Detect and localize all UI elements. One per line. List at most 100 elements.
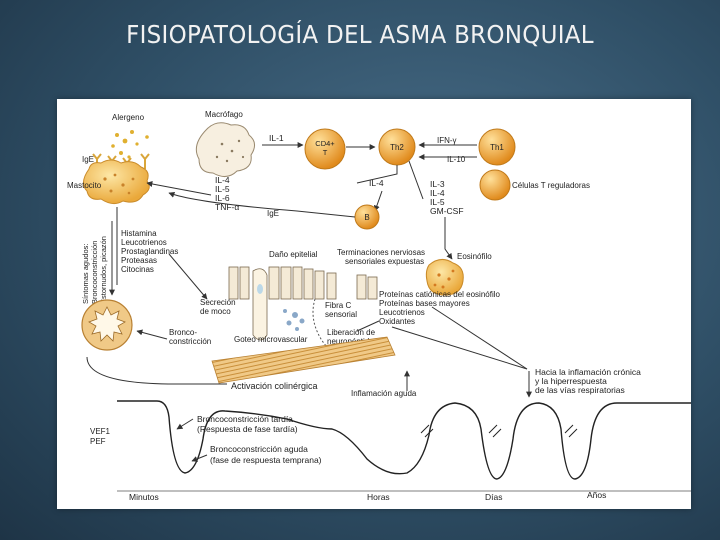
svg-text:Citocinas: Citocinas [121, 265, 154, 274]
axis-breaks [420, 424, 578, 438]
diagram-panel: Alergeno IgE Mastocito Macrófago IL-1 CD… [57, 99, 691, 509]
secrecion-l2: de moco [200, 307, 231, 316]
th2-label: Th2 [390, 143, 404, 152]
b-cell-label: B [364, 213, 369, 222]
arrow-activacion [86, 356, 227, 385]
arrow-th2-il4 [356, 165, 398, 184]
allergen-particles [111, 130, 149, 159]
svg-text:Broncoconstricción tardía: Broncoconstricción tardía [197, 414, 293, 424]
smooth-muscle [211, 336, 396, 384]
fibra-c-l1: Fibra C [325, 301, 351, 310]
svg-text:IL-5: IL-5 [215, 184, 230, 194]
left-cytokines: IL-4 IL-5 IL-6 TNF-α [215, 175, 239, 212]
svg-text:Broncoconstricción: Broncoconstricción [90, 241, 99, 304]
svg-text:IL-4: IL-4 [215, 175, 230, 185]
svg-text:Histamina: Histamina [121, 229, 157, 238]
il1-label: IL-1 [269, 133, 284, 143]
svg-text:Proteínas catiónicas del eosin: Proteínas catiónicas del eosinófilo [379, 290, 501, 299]
svg-text:Broncoconstricción aguda: Broncoconstricción aguda [210, 444, 308, 454]
vef-label: VEF1 [90, 427, 111, 436]
liberacion-l1: Liberación de [327, 328, 376, 337]
secrecion-l1: Secreción [200, 298, 236, 307]
svg-text:Horas: Horas [367, 492, 390, 502]
arrow-th2-right [408, 160, 424, 200]
cd4-t-label: T [323, 148, 328, 157]
svg-text:IL-3: IL-3 [430, 179, 445, 189]
svg-text:TNF-α: TNF-α [215, 202, 239, 212]
epithelium [228, 266, 378, 300]
fev1-curve [117, 400, 691, 480]
pef-label: PEF [90, 437, 106, 446]
svg-text:Minutos: Minutos [129, 492, 159, 502]
svg-text:Días: Días [485, 492, 502, 502]
goteo-label: Goteo microvascular [234, 335, 308, 344]
il4-mid-label: IL-4 [369, 178, 384, 188]
mastocito-label: Mastocito [67, 181, 102, 190]
ige-mid-label: IgE [267, 209, 279, 218]
eos-products: Proteínas catiónicas del eosinófilo Prot… [379, 290, 501, 326]
line-to-chronic [391, 326, 528, 370]
svg-text:de las vías respiratorias: de las vías respiratorias [535, 385, 625, 395]
line-eos-chronic [431, 306, 528, 370]
arrow-tardia [176, 418, 194, 430]
ige-top-label: IgE [82, 155, 94, 164]
svg-text:Síntomas agudos:: Síntomas agudos: [81, 244, 90, 304]
svg-text:Oxidantes: Oxidantes [379, 317, 415, 326]
alergeno-label: Alergeno [112, 113, 145, 122]
slide-title: FISIOPATOLOGÍA DEL ASMA BRONQUIAL [126, 20, 594, 49]
cd4-label: CD4+ [315, 139, 335, 148]
time-axis-labels: Minutos Horas Días Años [129, 490, 606, 502]
bronco-l2: constricción [169, 337, 211, 346]
terminaciones-l2: sensoriales expuestas [345, 257, 424, 266]
neuropeptide-cluster [283, 309, 305, 331]
eos-granules [433, 269, 455, 289]
tardia-text: Broncoconstricción tardía (Respuesta de … [197, 414, 298, 434]
svg-text:IL-4: IL-4 [430, 188, 445, 198]
svg-text:Leucotrienos: Leucotrienos [379, 308, 425, 317]
svg-text:Estornudos, picazón: Estornudos, picazón [99, 236, 108, 304]
mastocito-cell [83, 159, 150, 205]
terminaciones-l1: Terminaciones nerviosas [337, 248, 425, 257]
inflamacion-label: Inflamación aguda [351, 389, 417, 398]
svg-text:Leucotrienos: Leucotrienos [121, 238, 167, 247]
arrow-aguda [191, 454, 208, 462]
asthma-diagram: Alergeno IgE Mastocito Macrófago IL-1 CD… [67, 110, 691, 502]
right-cytokines: IL-3 IL-4 IL-5 GM-CSF [430, 179, 464, 216]
arrow-cytokines-eos [444, 217, 453, 260]
svg-text:y la hiperrespuesta: y la hiperrespuesta [535, 376, 607, 386]
aguda-text: Broncoconstricción aguda (fase de respue… [210, 444, 322, 465]
bronco-l1: Bronco- [169, 328, 197, 337]
treg-cell [479, 169, 511, 201]
macrofago-label: Macrófago [205, 110, 243, 119]
svg-text:Proteínas bases mayores: Proteínas bases mayores [379, 299, 470, 308]
activacion-label: Activación colinérgica [231, 381, 318, 391]
arrow-b-ige [168, 191, 356, 218]
svg-text:Proteasas: Proteasas [121, 256, 157, 265]
il10-label: IL-10 [447, 155, 466, 164]
svg-text:IL-6: IL-6 [215, 193, 230, 203]
mastocito-granules [103, 173, 135, 195]
cronica-text: Hacia la inflamación crónica y la hiperr… [535, 367, 641, 395]
macrofago-cell [195, 122, 255, 177]
eosinofilo-label: Eosinófilo [457, 252, 492, 261]
th1-label: Th1 [490, 143, 504, 152]
svg-text:Años: Años [587, 490, 606, 500]
arrow-cytokines-mastocito [146, 181, 212, 196]
arrow-bronco [136, 329, 168, 340]
celulas-reg-label: Células T reguladoras [512, 181, 590, 190]
svg-text:Prostaglandinas: Prostaglandinas [121, 247, 178, 256]
svg-text:(fase de respuesta temprana): (fase de respuesta temprana) [210, 455, 322, 465]
arrow-eos-tissue [356, 320, 380, 332]
fibra-c-l2: sensorial [325, 310, 357, 319]
mediators-list: Histamina Leucotrienos Prostaglandinas P… [121, 229, 178, 274]
svg-text:Hacia la inflamación crónica: Hacia la inflamación crónica [535, 367, 641, 377]
svg-text:GM-CSF: GM-CSF [430, 206, 464, 216]
arrow-il4-b [373, 190, 383, 212]
macrofago-dots [215, 139, 245, 163]
ifn-label: IFN-γ [437, 136, 457, 145]
sintomas-vertical: Síntomas agudos: Broncoconstricción Esto… [81, 236, 108, 304]
airway-lumen [88, 306, 126, 342]
mucus-gland [252, 268, 268, 341]
cd4-cell [304, 128, 346, 170]
arrow-mediators [168, 253, 208, 300]
